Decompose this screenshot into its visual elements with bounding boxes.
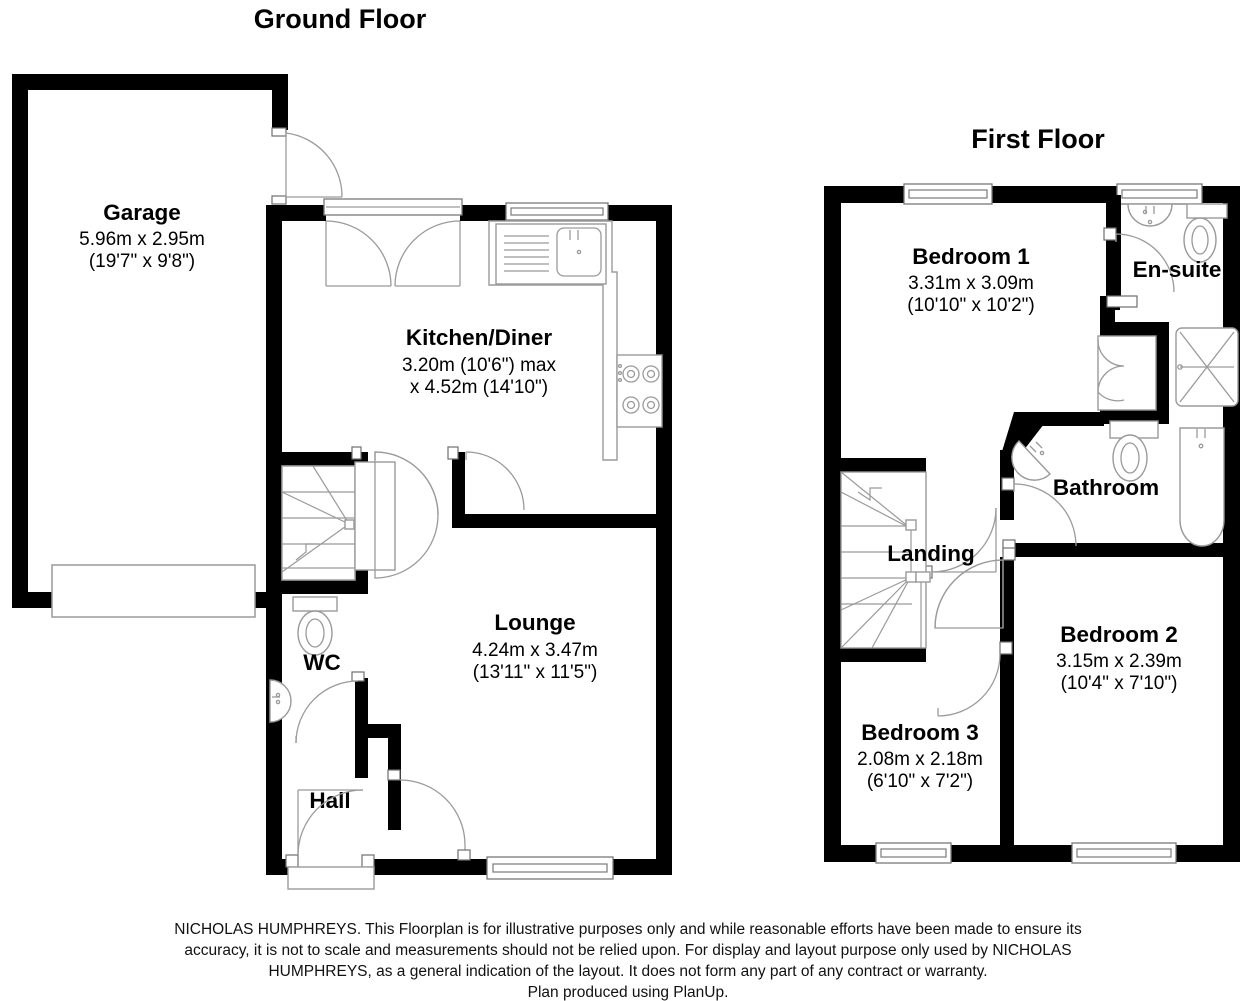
ground-floor-title: Ground Floor (254, 4, 427, 34)
ensuite-window (1116, 183, 1203, 205)
ground-floor-walls (266, 205, 672, 875)
ensuite-toilet-icon (1183, 203, 1228, 263)
lounge-dim-imperial: (13'11" x 11'5") (473, 662, 598, 683)
disclaimer: NICHOLAS HUMPHREYS. This Floorplan is fo… (174, 921, 1082, 1001)
bedroom1-dim-imperial: (10'10" x 10'2") (907, 295, 1034, 316)
ensuite-fixtures (1127, 203, 1239, 407)
bathroom-washbasin-icon (1011, 440, 1051, 481)
kitchen-french-doors (323, 198, 463, 287)
room-label-bathroom: Bathroom (1053, 475, 1159, 500)
door-hall-to-lounge (295, 671, 365, 744)
disclaimer-line-3: HUMPHREYS, as a general indication of th… (268, 963, 987, 980)
drainer-icon (504, 235, 549, 272)
bedroom3-window (875, 842, 952, 864)
garage-walls (12, 74, 288, 608)
bedroom3-dim-imperial: (6'10" x 7'2") (867, 771, 973, 792)
disclaimer-line-1: NICHOLAS HUMPHREYS. This Floorplan is fo… (174, 921, 1082, 938)
disclaimer-line-4: Plan produced using PlanUp. (528, 984, 729, 1001)
front-door (285, 789, 375, 890)
bedroom2-dim-metric: 3.15m x 2.39m (1056, 651, 1182, 672)
door-lounge-south (387, 769, 471, 861)
ensuite-door (1103, 227, 1175, 308)
bedroom2-name: Bedroom 2 (1060, 622, 1178, 647)
room-label-garage: Garage 5.96m x 2.95m (19'7" x 9'8") (79, 200, 205, 272)
sink-icon (556, 227, 602, 277)
bedroom2-window (1071, 842, 1177, 864)
door-kitchen-to-hall (351, 446, 439, 579)
lounge-dim-metric: 4.24m x 3.47m (472, 640, 598, 661)
bedroom1-window (903, 183, 993, 205)
garage-dim-imperial: (19'7" x 9'8") (89, 251, 195, 272)
room-label-bedroom2: Bedroom 2 3.15m x 2.39m (10'4" x 7'10") (1056, 622, 1182, 694)
first-floor-staircase (840, 471, 931, 649)
garage-door-to-house (271, 127, 343, 205)
bedroom1-name: Bedroom 1 (912, 244, 1030, 269)
lounge-window (486, 856, 614, 880)
bedroom2-door (934, 547, 1016, 629)
washbasin-icon (269, 679, 292, 723)
kitchen-dim-metric: 3.20m (10'6") max (402, 355, 556, 376)
room-label-lounge: Lounge 4.24m x 3.47m (13'11" x 11'5") (472, 610, 598, 683)
room-label-ensuite: En-suite (1133, 257, 1222, 282)
room-label-bedroom3: Bedroom 3 2.08m x 2.18m (6'10" x 7'2") (857, 720, 983, 792)
kitchen-name: Kitchen/Diner (406, 325, 553, 350)
bedroom3-door (937, 641, 1013, 717)
ground-staircase (281, 461, 396, 581)
disclaimer-line-2: accuracy, it is not to scale and measure… (184, 942, 1071, 959)
ensuite-washbasin-icon (1127, 203, 1173, 227)
toilet-icon (292, 596, 338, 656)
kitchen-window (505, 202, 609, 221)
room-label-wc: WC (303, 650, 341, 675)
room-label-bedroom1: Bedroom 1 3.31m x 3.09m (10'10" x 10'2") (907, 244, 1034, 316)
bedroom1-dim-metric: 3.31m x 3.09m (908, 273, 1034, 294)
bedroom2-dim-imperial: (10'4" x 7'10") (1061, 673, 1178, 694)
room-label-kitchen: Kitchen/Diner 3.20m (10'6") max x 4.52m … (402, 325, 556, 398)
bathroom-fixtures (1011, 420, 1225, 547)
bedroom3-dim-metric: 2.08m x 2.18m (857, 749, 983, 770)
room-label-landing: Landing (887, 541, 974, 566)
garage-vehicle-door (51, 564, 256, 618)
airing-cupboard-doors (1097, 335, 1157, 411)
bathroom-toilet-icon (1109, 420, 1159, 482)
door-kitchen-to-lounge (447, 446, 525, 511)
lounge-name: Lounge (494, 610, 575, 635)
first-floor-title: First Floor (971, 124, 1105, 154)
shower-icon (1175, 327, 1239, 407)
hob-icon (616, 354, 663, 428)
garage-name: Garage (103, 200, 181, 225)
garage-dim-metric: 5.96m x 2.95m (79, 229, 205, 250)
kitchen-worktop (488, 220, 618, 461)
bedroom3-name: Bedroom 3 (861, 720, 979, 745)
bath-icon (1179, 427, 1225, 547)
room-label-hall: Hall (309, 788, 350, 813)
kitchen-dim-imperial: x 4.52m (14'10") (410, 377, 548, 398)
wc-fixtures (269, 596, 338, 723)
